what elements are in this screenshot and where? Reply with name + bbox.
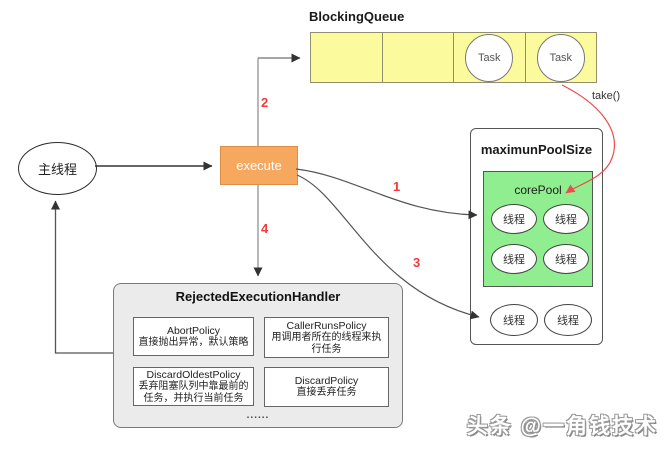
policy-name: AbortPolicy — [166, 324, 221, 337]
thread-label: 线程 — [503, 254, 525, 266]
rejected-execution-handler-title: RejectedExecutionHandler — [175, 289, 341, 304]
step-3-label: 3 — [413, 255, 421, 270]
queue-cell-empty — [311, 33, 383, 82]
watermark-text: 头条 @一角钱技术 — [466, 415, 658, 438]
arrow-handler-return-to-main — [51, 200, 113, 354]
thread-ellipse-extra: 线程 — [544, 304, 592, 336]
policy-desc: 丢弃阻塞队列中靠最前的任务，并执行当前任务 — [138, 380, 249, 404]
policy-name: CallerRunsPolicy — [286, 319, 367, 332]
task-circle: Task — [536, 33, 585, 82]
step-1-label: 1 — [393, 179, 401, 194]
queue-cell: Task — [454, 33, 526, 82]
arrow-execute-to-core-pool — [295, 168, 478, 220]
policy-desc: 直接抛出异常，默认策略 — [138, 336, 249, 348]
rejected-execution-handler-box: RejectedExecutionHandler AbortPolicy 直接抛… — [113, 283, 403, 428]
thread-label: 线程 — [557, 315, 579, 327]
blocking-queue-box: Task Task — [310, 32, 597, 83]
execute-label: execute — [236, 158, 282, 173]
maximum-pool-size-title: maximunPoolSize — [480, 142, 593, 157]
thread-label: 线程 — [503, 214, 525, 226]
task-label: Task — [549, 51, 573, 64]
thread-label: 线程 — [555, 254, 577, 266]
policy-name: DiscardPolicy — [294, 375, 359, 387]
queue-cell-empty — [383, 33, 454, 82]
take-method-label: take() — [592, 90, 621, 102]
policy-box-abort: AbortPolicy 直接抛出异常，默认策略 — [133, 317, 254, 356]
policy-desc: 用调用者所在的线程来执行任务 — [271, 331, 382, 355]
execute-box: execute — [220, 146, 298, 185]
policy-box-discard: DiscardPolicy 直接丢弃任务 — [264, 367, 389, 407]
handler-ellipsis: ...... — [246, 410, 270, 421]
thread-label: 线程 — [503, 315, 525, 327]
policy-box-discard-oldest: DiscardOldestPolicy 丢弃阻塞队列中靠最前的任务，并执行当前任… — [133, 367, 254, 406]
main-thread-label: 主线程 — [37, 162, 77, 177]
task-label: Task — [477, 51, 501, 64]
thread-ellipse: 线程 — [543, 204, 589, 234]
main-thread-ellipse: 主线程 — [18, 142, 97, 195]
thread-ellipse: 线程 — [543, 244, 589, 274]
policy-name: DiscardOldestPolicy — [146, 368, 241, 381]
thread-ellipse: 线程 — [491, 204, 537, 234]
core-pool-title: corePool — [514, 183, 562, 197]
policy-box-caller-runs: CallerRunsPolicy 用调用者所在的线程来执行任务 — [264, 317, 389, 358]
thread-label: 线程 — [555, 214, 577, 226]
step-4-label: 4 — [261, 221, 269, 236]
queue-cell: Task — [526, 33, 597, 82]
thread-ellipse: 线程 — [491, 244, 537, 274]
blocking-queue-title: BlockingQueue — [309, 9, 405, 24]
task-circle: Task — [465, 33, 514, 82]
thread-ellipse-extra: 线程 — [490, 304, 538, 336]
policy-desc: 直接丢弃任务 — [296, 387, 357, 398]
step-2-label: 2 — [261, 95, 269, 110]
